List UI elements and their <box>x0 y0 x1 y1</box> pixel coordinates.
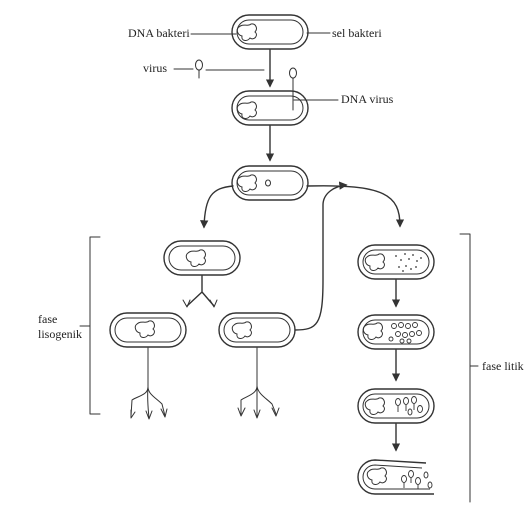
division-arrowhead-left <box>183 300 190 307</box>
lytic-cell-3 <box>358 389 434 423</box>
bacterial-cell-2 <box>232 91 308 125</box>
bacterial-cell-3 <box>232 166 308 200</box>
lytic-cell-4-lysis <box>358 460 434 494</box>
label-virus: virus <box>143 61 167 75</box>
label-fase-litik: fase litik <box>482 359 524 373</box>
bracket-lytic <box>460 234 470 502</box>
lytic-cell-2 <box>358 315 434 349</box>
arrow-lysogenic-to-lytic <box>295 185 346 330</box>
lysogenic-cell-2 <box>110 313 186 347</box>
lysogenic-cell-1 <box>164 241 240 275</box>
arrow-to-lytic <box>307 186 400 226</box>
lysogenic-cell-3 <box>219 313 295 347</box>
division-tree-right <box>238 348 279 418</box>
arrow-to-lysogenic <box>204 186 233 227</box>
bacterial-cell-1 <box>232 15 308 49</box>
lytic-cell-1 <box>358 245 434 279</box>
division-tree-left <box>131 348 167 419</box>
label-fase-lisogenik-2: lisogenik <box>38 327 82 341</box>
label-sel-bakteri: sel bakteri <box>332 26 382 40</box>
virus-particle <box>196 60 203 78</box>
bracket-lysogenic <box>90 237 100 414</box>
label-dna-bakteri: DNA bakteri <box>128 26 190 40</box>
division-lines <box>187 276 214 306</box>
label-dna-virus: DNA virus <box>341 92 394 106</box>
label-fase-lisogenik-1: fase <box>38 312 57 326</box>
